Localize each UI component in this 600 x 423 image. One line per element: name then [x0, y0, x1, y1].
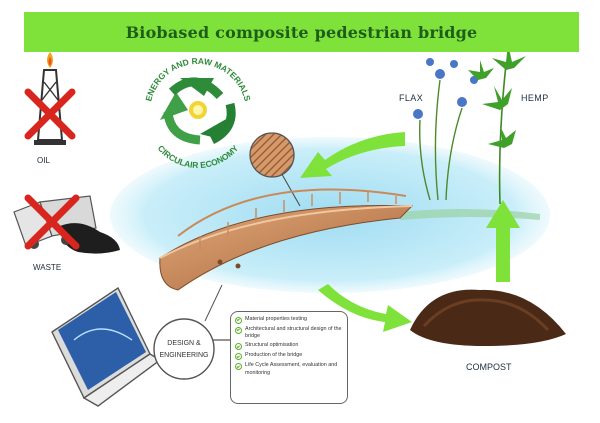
weave-material-zoom [249, 132, 301, 207]
cycle-arrows [300, 132, 520, 332]
check-icon [235, 317, 242, 324]
design-step: Structural optimisation [235, 342, 343, 351]
design-step: Production of the bridge [235, 352, 343, 361]
design-step: Architectural and structural design of t… [235, 326, 343, 340]
bridge-illustration [159, 188, 414, 291]
design-circle [153, 284, 231, 380]
label-oil: OIL [37, 156, 50, 165]
waste-cross-icon [24, 194, 80, 250]
design-engineering-label: DESIGN & ENGINEERING [159, 340, 209, 359]
label-waste: WASTE [33, 263, 62, 272]
arrow-compost-to-plants [486, 200, 520, 282]
label-hemp: HEMP [521, 93, 549, 103]
check-icon [235, 343, 242, 351]
laptop-icon [51, 286, 162, 407]
oil-cross-icon [24, 88, 76, 140]
compost-pile-icon [410, 289, 566, 346]
check-icon [235, 363, 242, 371]
check-icon [235, 353, 242, 361]
design-steps-box: Material properties testing Architectura… [230, 311, 348, 404]
label-compost: COMPOST [466, 362, 512, 372]
title-banner: Biobased composite pedestrian bridge [24, 12, 579, 52]
hemp-plant-icon [468, 44, 526, 205]
page-title: Biobased composite pedestrian bridge [125, 22, 478, 42]
design-step: Life Cycle Assessment, evaluation and mo… [235, 362, 343, 376]
label-flax: FLAX [399, 93, 424, 103]
flax-plant-icon [413, 58, 478, 201]
arrow-plants-to-bridge [300, 132, 405, 178]
oil-derrick-icon [34, 52, 66, 145]
arrow-bridge-to-compost [318, 284, 412, 332]
check-icon [235, 327, 242, 334]
design-step: Material properties testing [235, 316, 343, 324]
